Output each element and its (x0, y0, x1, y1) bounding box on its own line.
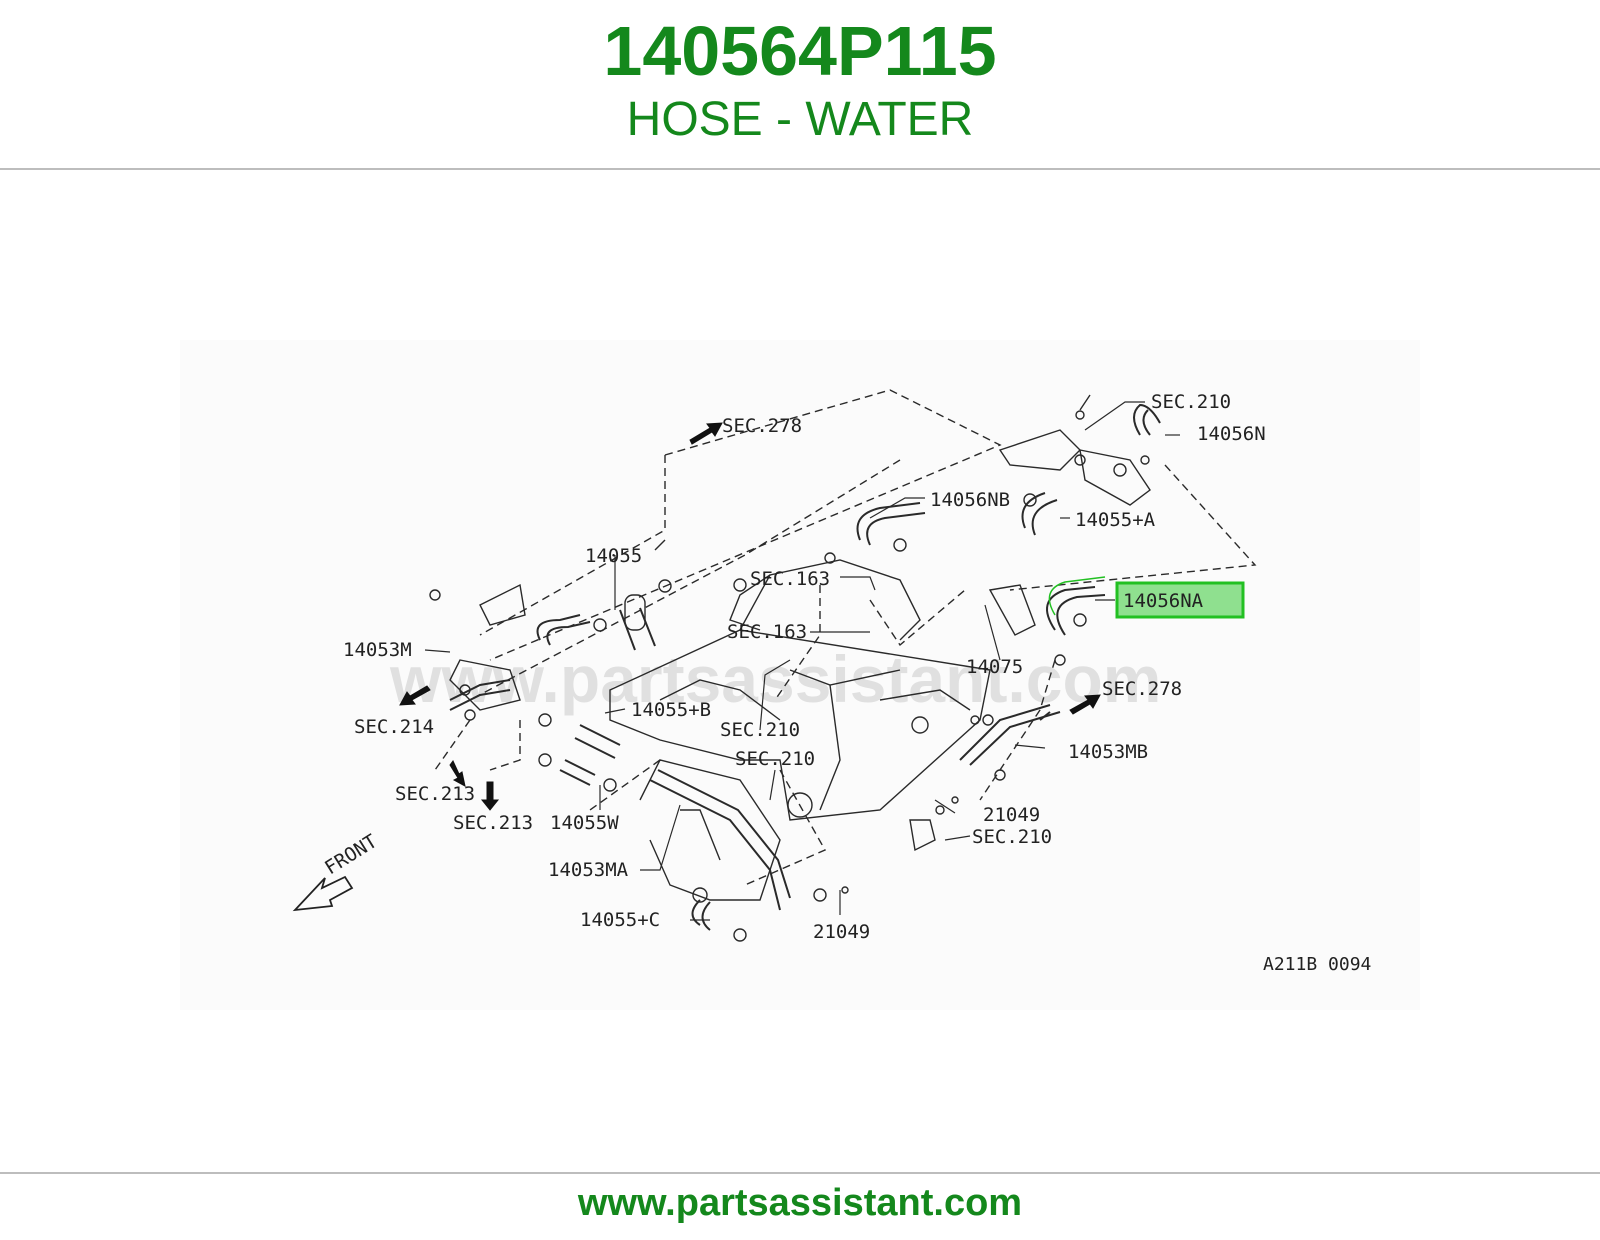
label-sec-210-bottom[interactable]: SEC.210 (972, 826, 1052, 848)
front-direction-arrow (292, 875, 354, 912)
watermark-text: www.partsassistant.com (389, 642, 1161, 716)
label-14055-a[interactable]: 14055+A (1075, 509, 1156, 531)
label-sec-210-mid2[interactable]: SEC.210 (735, 748, 815, 770)
part-name-subtitle: HOSE - WATER (626, 93, 974, 146)
header-divider (0, 168, 1600, 170)
label-14053m[interactable]: 14053M (343, 639, 412, 661)
label-14075[interactable]: 14075 (966, 656, 1023, 678)
arrow-sec213-b (480, 781, 500, 811)
label-sec-163-b[interactable]: SEC.163 (727, 621, 807, 643)
label-sec-210-mid[interactable]: SEC.210 (720, 719, 800, 741)
direction-arrows (399, 422, 1101, 811)
highlighted-hose-outline (1048, 576, 1106, 616)
label-21049-right[interactable]: 21049 (983, 804, 1040, 826)
label-14055-c[interactable]: 14055+C (580, 909, 660, 931)
label-14053ma[interactable]: 14053MA (548, 859, 629, 881)
label-14056na-highlighted[interactable]: 14056NA (1123, 590, 1204, 612)
label-21049-bottom[interactable]: 21049 (813, 921, 870, 943)
arrow-sec278-top (689, 422, 723, 445)
label-sec-213-a[interactable]: SEC.213 (395, 783, 475, 805)
footer-divider (0, 1172, 1600, 1174)
brackets-and-clamps (429, 394, 1151, 942)
label-sec-163-a[interactable]: SEC.163 (750, 568, 830, 590)
arrow-sec213-a (449, 760, 466, 787)
label-14055-b[interactable]: 14055+B (631, 699, 711, 721)
arrow-sec278-right (1069, 694, 1101, 715)
label-sec-210-top[interactable]: SEC.210 (1151, 391, 1231, 413)
leader-lines (424, 401, 1180, 921)
arrow-sec214 (399, 685, 431, 706)
highlighted-part-box[interactable] (1115, 581, 1245, 619)
label-front: FRONT (321, 830, 381, 879)
label-sec-214[interactable]: SEC.214 (354, 716, 434, 738)
label-sec-213-b[interactable]: SEC.213 (453, 812, 533, 834)
label-14055w[interactable]: 14055W (550, 812, 619, 834)
diagram-code: A211B 0094 (1263, 954, 1371, 975)
label-sec-278-top[interactable]: SEC.278 (722, 415, 802, 437)
label-sec-278-right[interactable]: SEC.278 (1102, 678, 1182, 700)
footer-site-url[interactable]: www.partsassistant.com (577, 1182, 1023, 1224)
label-14053mb[interactable]: 14053MB (1068, 741, 1148, 763)
hoses-and-pipes (449, 403, 1161, 931)
label-14056nb[interactable]: 14056NB (930, 489, 1010, 511)
part-number-title: 140564P115 (603, 12, 997, 90)
label-14055[interactable]: 14055 (585, 545, 642, 567)
label-14056n[interactable]: 14056N (1197, 423, 1266, 445)
parts-diagram: www.partsassistant.com (180, 340, 1420, 1010)
exploded-view-drawing: www.partsassistant.com (292, 389, 1371, 975)
